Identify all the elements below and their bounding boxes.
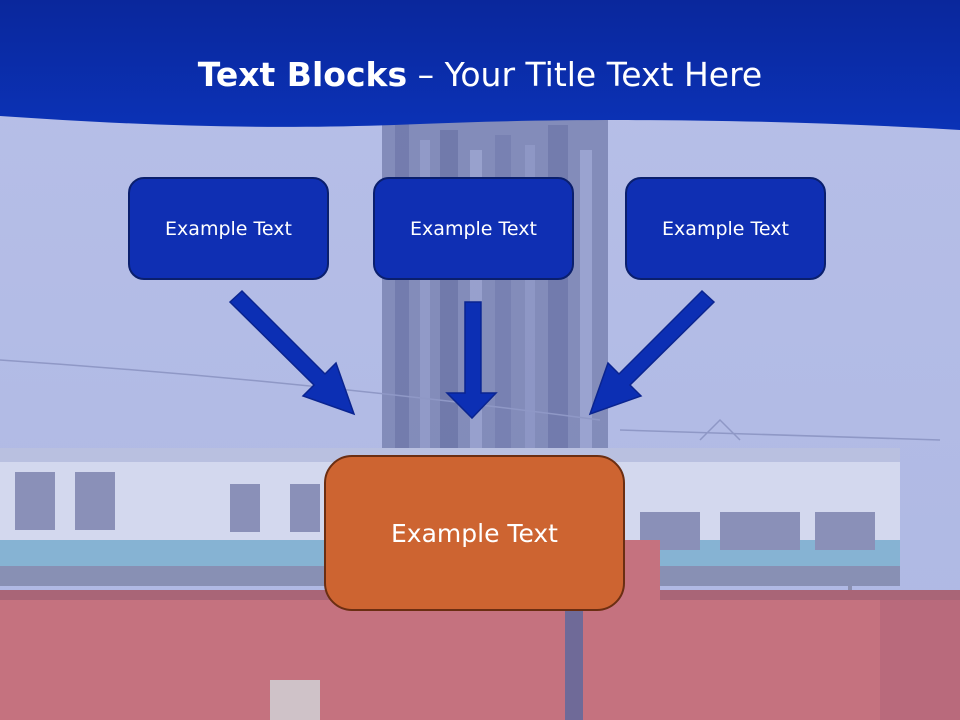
slide-title: Text Blocks – Your Title Text Here — [0, 50, 960, 100]
target-text-block[interactable]: Example Text — [324, 455, 625, 611]
slide-title-dash: – — [407, 55, 445, 94]
arrow-down-icon — [445, 301, 498, 420]
text-block-left-label: Example Text — [165, 217, 292, 240]
header-band — [0, 0, 960, 130]
text-block-center-label: Example Text — [410, 217, 537, 240]
text-block-center[interactable]: Example Text — [373, 177, 574, 280]
arrow-down-right-icon — [228, 289, 356, 416]
slide-title-rest: Your Title Text Here — [444, 55, 763, 94]
slide-title-bold: Text Blocks — [197, 55, 408, 94]
overhead-wires — [0, 359, 941, 441]
target-text-block-label: Example Text — [391, 518, 558, 548]
arrow-down-left-icon — [588, 289, 716, 416]
text-block-left[interactable]: Example Text — [128, 177, 329, 280]
text-block-right[interactable]: Example Text — [625, 177, 826, 280]
text-block-right-label: Example Text — [662, 217, 789, 240]
